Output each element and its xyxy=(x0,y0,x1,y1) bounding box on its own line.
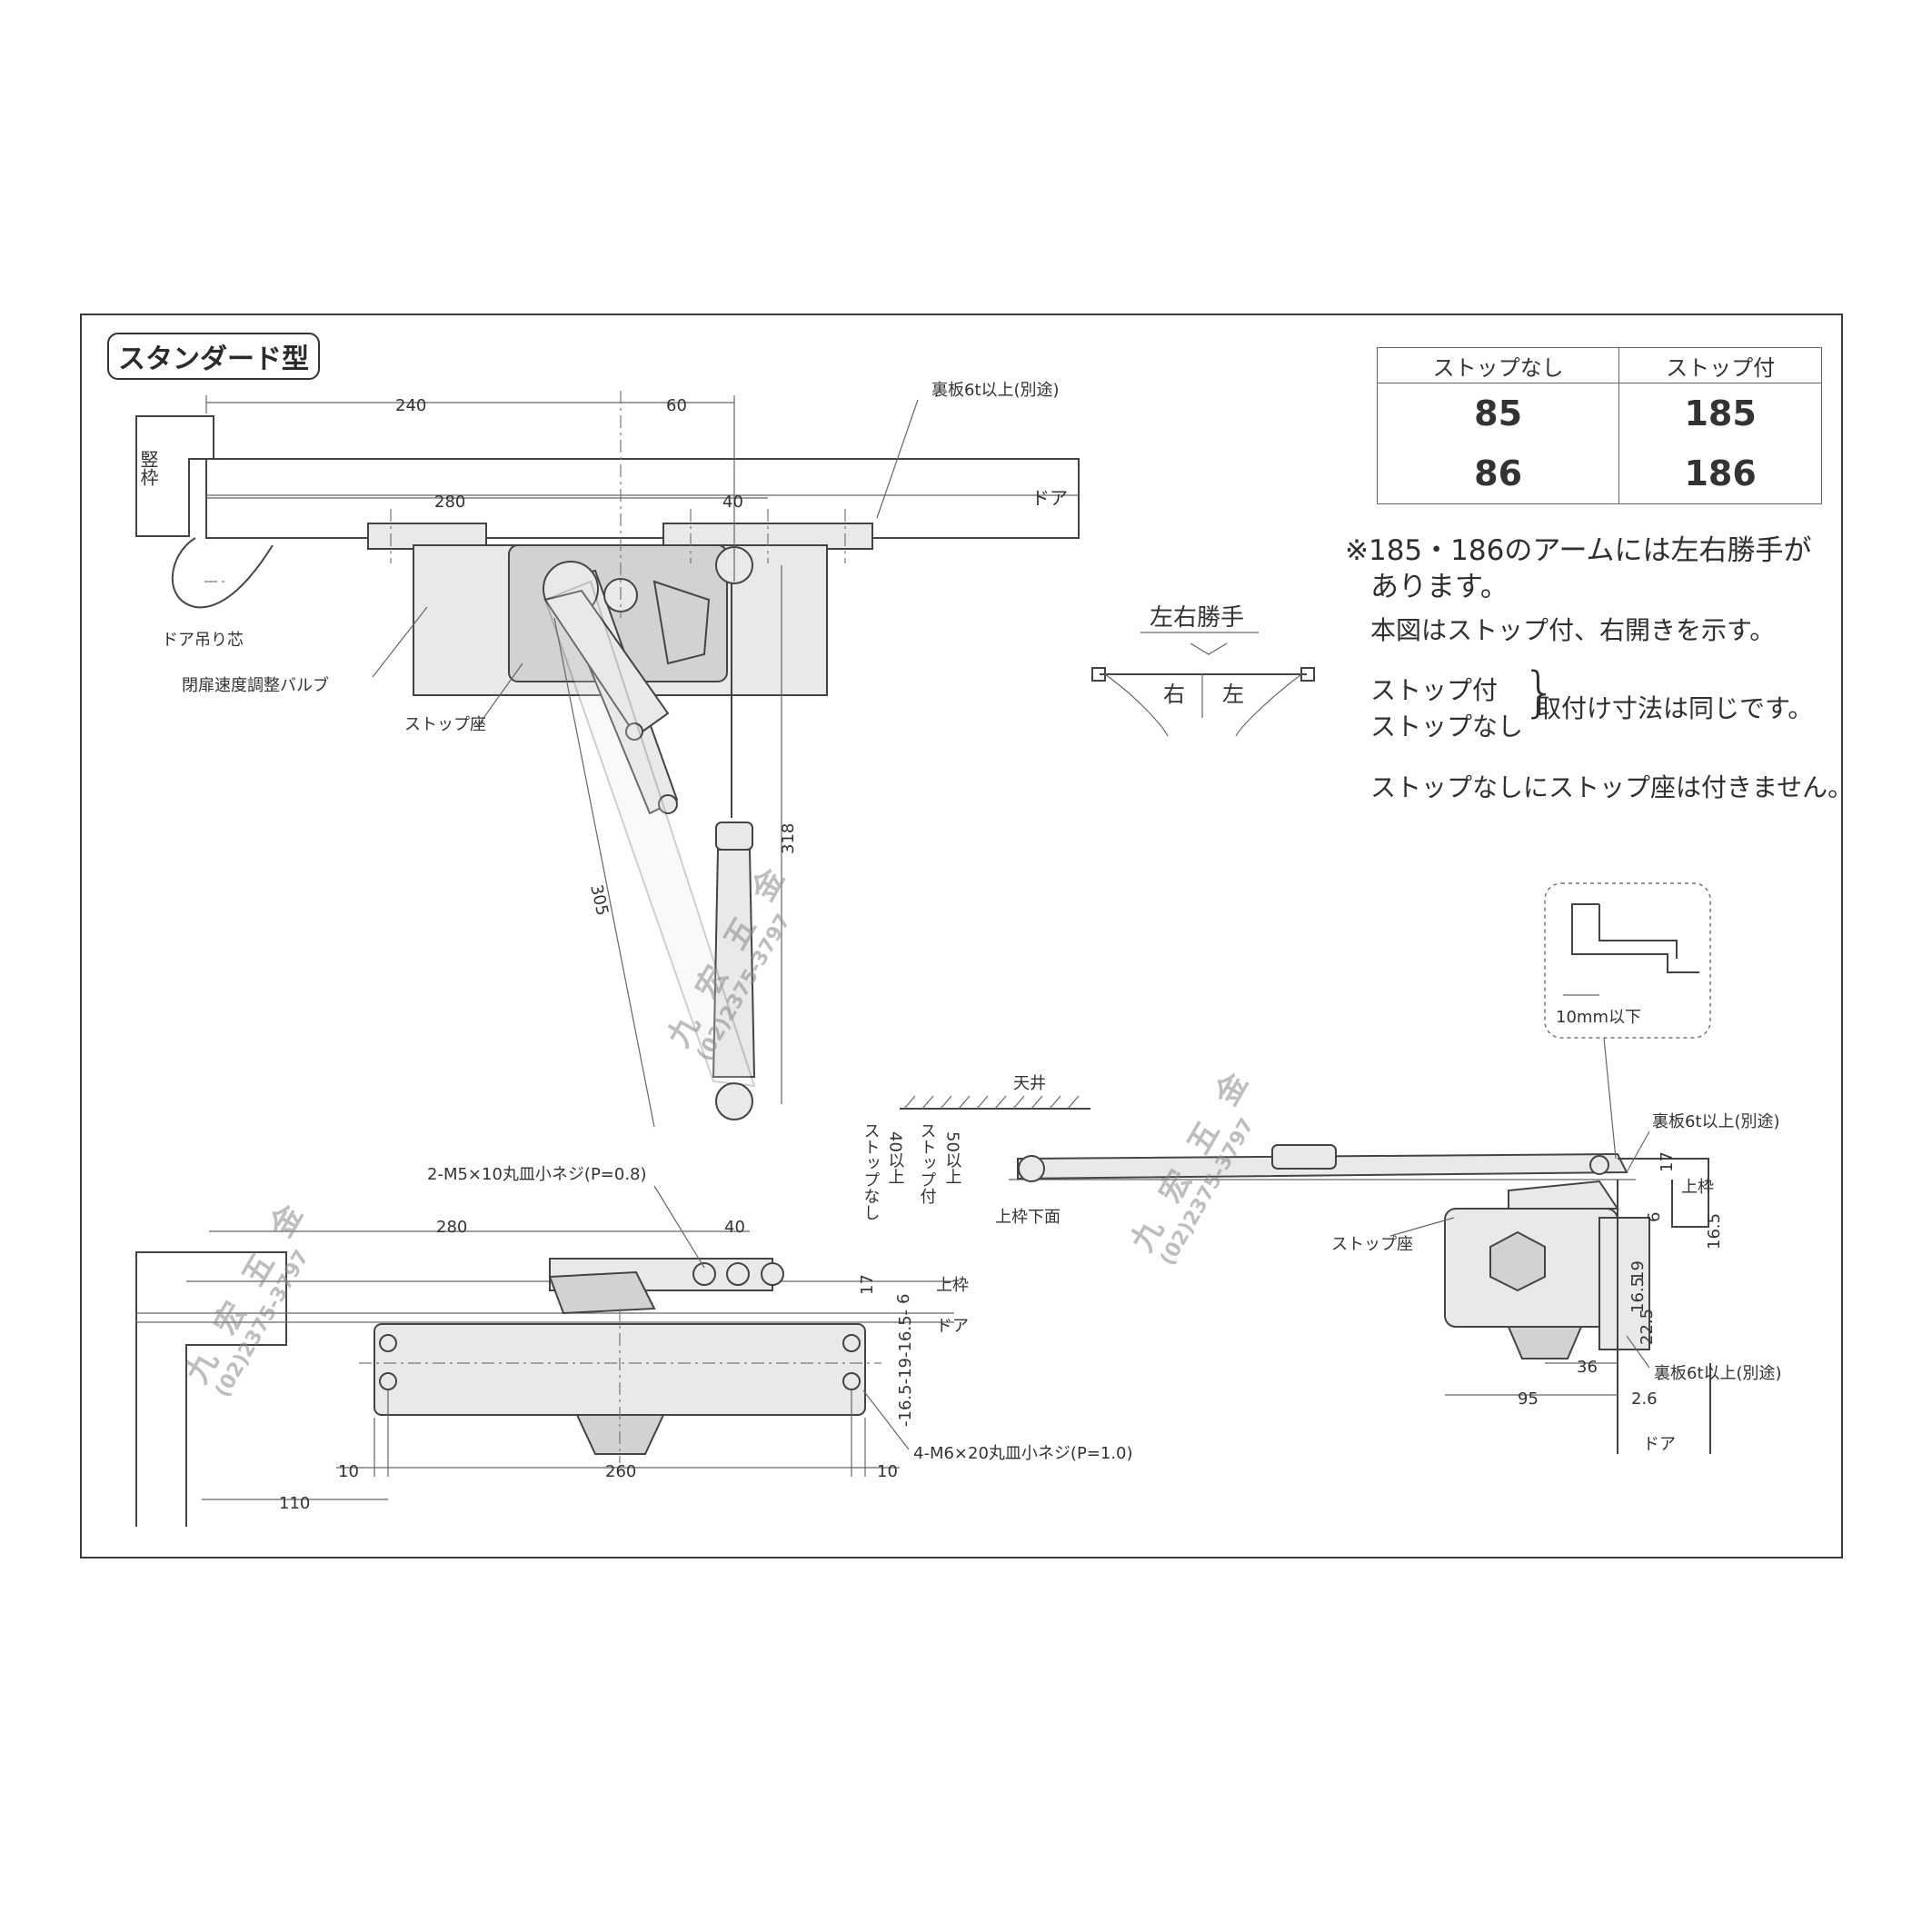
hex-nut-icon xyxy=(1489,1230,1546,1292)
dim-60: 60 xyxy=(666,396,687,415)
sector-gear xyxy=(652,580,711,665)
door-label: ドア xyxy=(1031,487,1068,509)
front-frame-label: 上枠 xyxy=(936,1276,969,1295)
front-dim-6: 6 xyxy=(894,1294,913,1304)
stop-seat-label: ストップ座 xyxy=(404,715,486,734)
note-no-seat: ストップなしにストップ座は付きません。 xyxy=(1370,772,1854,802)
side-dim-2-6: 2.6 xyxy=(1631,1389,1658,1409)
side-dim-6: 6 xyxy=(1645,1212,1664,1222)
pivot-label: ドア吊り芯 xyxy=(162,631,244,650)
side-dim-16-5b: 16.5 xyxy=(1628,1277,1648,1313)
side-door-label: ドア xyxy=(1643,1435,1676,1454)
note-same-dim: 取付け寸法は同じです。 xyxy=(1536,693,1814,723)
pivot-shape xyxy=(171,537,274,609)
dim-240: 240 xyxy=(395,396,426,415)
model-table: ストップなし ストップ付 85 185 86 186 xyxy=(1376,347,1822,504)
dim-280: 280 xyxy=(434,493,465,512)
drawing-frame xyxy=(80,314,1843,1559)
note-no-stop: ストップなし xyxy=(1370,712,1524,742)
detail-label: 10mm以下 xyxy=(1556,1008,1641,1027)
front-dim-280: 280 xyxy=(436,1218,467,1237)
with-stop-label: ストップ付 xyxy=(918,1122,937,1205)
hand-left: 左 xyxy=(1222,682,1244,707)
side-dim-19: 19 xyxy=(1628,1260,1648,1281)
note-hand-2: あります。 xyxy=(1370,571,1509,603)
side-dim-22-5: 22.5 xyxy=(1638,1309,1657,1345)
note-with-stop: ストップ付 xyxy=(1370,675,1499,705)
link-arm xyxy=(543,589,670,738)
frame-bottom-label: 上枠下面 xyxy=(995,1208,1061,1227)
valve-label: 閉扉速度調整バルブ xyxy=(182,675,329,695)
screw-top-label: 2-M5×10丸皿小ネジ(P=0.8) xyxy=(427,1165,647,1184)
side-dim-36: 36 xyxy=(1577,1358,1598,1377)
no-stop-label: ストップなし xyxy=(861,1122,881,1220)
screw-bottom-label: 4-M6×20丸皿小ネジ(P=1.0) xyxy=(913,1444,1133,1463)
side-bracket xyxy=(1598,1217,1650,1350)
front-dim-vert: -16.5-19-16.5- xyxy=(896,1310,915,1427)
note-hand-1: ※185・186のアームには左右勝手が xyxy=(1345,534,1812,567)
dim-40: 40 xyxy=(722,493,743,512)
front-dim-110: 110 xyxy=(279,1494,310,1513)
front-dim-40: 40 xyxy=(724,1218,745,1237)
front-door-label: ドア xyxy=(936,1317,969,1336)
side-dim-17: 17 xyxy=(1658,1151,1677,1172)
model-cell: 86 xyxy=(1376,443,1620,504)
detail-bubble xyxy=(1544,882,1711,1039)
note-shown: 本図はストップ付、右開きを示す。 xyxy=(1370,615,1776,645)
header-no-stop: ストップなし xyxy=(1376,347,1620,383)
with-stop-dim: 50以上 xyxy=(943,1131,962,1185)
model-cell: 85 xyxy=(1376,383,1620,443)
front-dim-17: 17 xyxy=(858,1274,877,1295)
front-dim-260: 260 xyxy=(605,1462,636,1481)
no-stop-dim: 40以上 xyxy=(886,1131,905,1185)
brace-icon: } xyxy=(1522,661,1558,724)
front-dim-10b: 10 xyxy=(877,1462,898,1481)
backplate-bottom-label: 裏板6t以上(別途) xyxy=(1654,1364,1782,1383)
top-view: 竪枠 ドア ドア吊り芯 xyxy=(135,381,1080,1128)
dim-318: 318 xyxy=(779,823,798,854)
stop-rod-tube xyxy=(712,849,756,1078)
backplate-top-label: 裏板6t以上(別途) xyxy=(1652,1112,1780,1131)
backplate-label: 裏板6t以上(別途) xyxy=(931,381,1060,400)
front-dim-10a: 10 xyxy=(338,1462,359,1481)
jamb-outline xyxy=(135,415,214,537)
model-cell: 185 xyxy=(1618,383,1822,443)
header-with-stop: ストップ付 xyxy=(1618,347,1822,383)
hand-diagram: 左右勝手 右 左 xyxy=(1091,604,1315,737)
arrow-down-icon xyxy=(1190,642,1228,655)
side-frame-label: 上枠 xyxy=(1681,1178,1714,1197)
dim-305: 305 xyxy=(586,882,612,917)
side-stop-seat-label: ストップ座 xyxy=(1331,1235,1413,1254)
front-view: 上枠 ドア 280 40 2-M5×10丸皿小ネジ(P=0.8) 17 6 -1… xyxy=(135,1165,1133,1527)
ceiling-label: 天井 xyxy=(1013,1074,1046,1093)
front-jamb xyxy=(135,1251,287,1527)
model-cell: 186 xyxy=(1618,443,1822,504)
side-dim-95: 95 xyxy=(1518,1389,1539,1409)
side-view: 天井 ストップなし 40以上 ストップ付 50以上 上枠下面 上枠 ドア ストッ… xyxy=(861,882,1782,1454)
hand-right: 右 xyxy=(1163,682,1185,707)
drawing-title: スタンダード型 xyxy=(107,333,320,380)
side-dim-16-5a: 16.5 xyxy=(1705,1213,1724,1250)
jamb-label: 竪枠 xyxy=(137,450,159,486)
rod-end xyxy=(715,1082,753,1120)
hand-title: 左右勝手 xyxy=(1150,604,1244,632)
